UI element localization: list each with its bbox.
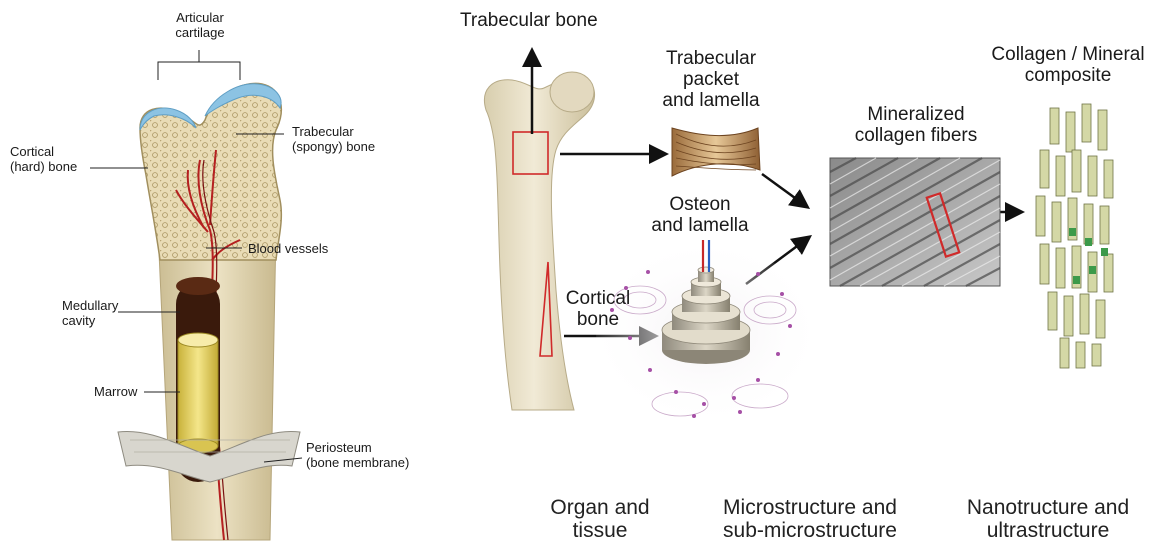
label-line: cartilage <box>170 25 230 40</box>
level-organ-tissue: Organ and tissue <box>520 496 680 542</box>
label-line: sub-microstructure <box>700 519 920 542</box>
label-line: Organ and <box>520 496 680 519</box>
level-microstructure: Microstructure and sub-microstructure <box>700 496 920 542</box>
label-line: ultrastructure <box>948 519 1148 542</box>
label-blood-vessels: Blood vessels <box>248 241 328 256</box>
label-line: Collagen / Mineral <box>984 44 1152 65</box>
label-articular-cartilage: Articular cartilage <box>170 10 230 40</box>
label-line: and lamella <box>640 215 760 236</box>
mineralized-fibers-image <box>830 158 1000 286</box>
label-line: composite <box>984 65 1152 86</box>
label-line: Articular <box>170 10 230 25</box>
label-line: and lamella <box>636 90 786 111</box>
label-line: tissue <box>520 519 680 542</box>
label-line: (bone membrane) <box>306 455 409 470</box>
label-trabecular-bone: Trabecular bone <box>460 10 620 31</box>
level-nanostructure: Nanotructure and ultrastructure <box>948 496 1148 542</box>
label-line: Osteon <box>640 194 760 215</box>
label-osteon-lamella: Osteon and lamella <box>640 194 760 236</box>
label-line: (spongy) bone <box>292 139 375 154</box>
label-line: cavity <box>62 313 118 328</box>
collagen-mineral-composite <box>1036 104 1113 368</box>
label-medullary-cavity: Medullary cavity <box>62 298 118 328</box>
label-line: Microstructure and <box>700 496 920 519</box>
label-collagen-mineral-composite: Collagen / Mineral composite <box>984 44 1152 86</box>
label-line: Periosteum <box>306 440 409 455</box>
label-line: collagen fibers <box>836 125 996 146</box>
label-periosteum: Periosteum (bone membrane) <box>306 440 409 470</box>
label-cortical-bone: Cortical bone <box>560 288 636 330</box>
femur <box>484 72 594 410</box>
trabecular-packet <box>672 128 760 176</box>
label-line: Cortical <box>560 288 636 309</box>
label-marrow: Marrow <box>94 384 137 399</box>
label-line: Medullary <box>62 298 118 313</box>
label-trabecular-packet: Trabecular packet and lamella <box>636 48 786 111</box>
label-line: bone <box>560 309 636 330</box>
label-line: Mineralized <box>836 104 996 125</box>
label-line: Cortical <box>10 144 77 159</box>
label-line: (hard) bone <box>10 159 77 174</box>
label-mineralized-collagen-fibers: Mineralized collagen fibers <box>836 104 996 146</box>
osteon <box>596 240 816 420</box>
label-line: Nanotructure and <box>948 496 1148 519</box>
label-cortical-hard-bone: Cortical (hard) bone <box>10 144 77 174</box>
label-line: Trabecular packet <box>636 48 786 90</box>
label-trabecular-spongy-bone: Trabecular (spongy) bone <box>292 124 375 154</box>
label-line: Trabecular <box>292 124 375 139</box>
